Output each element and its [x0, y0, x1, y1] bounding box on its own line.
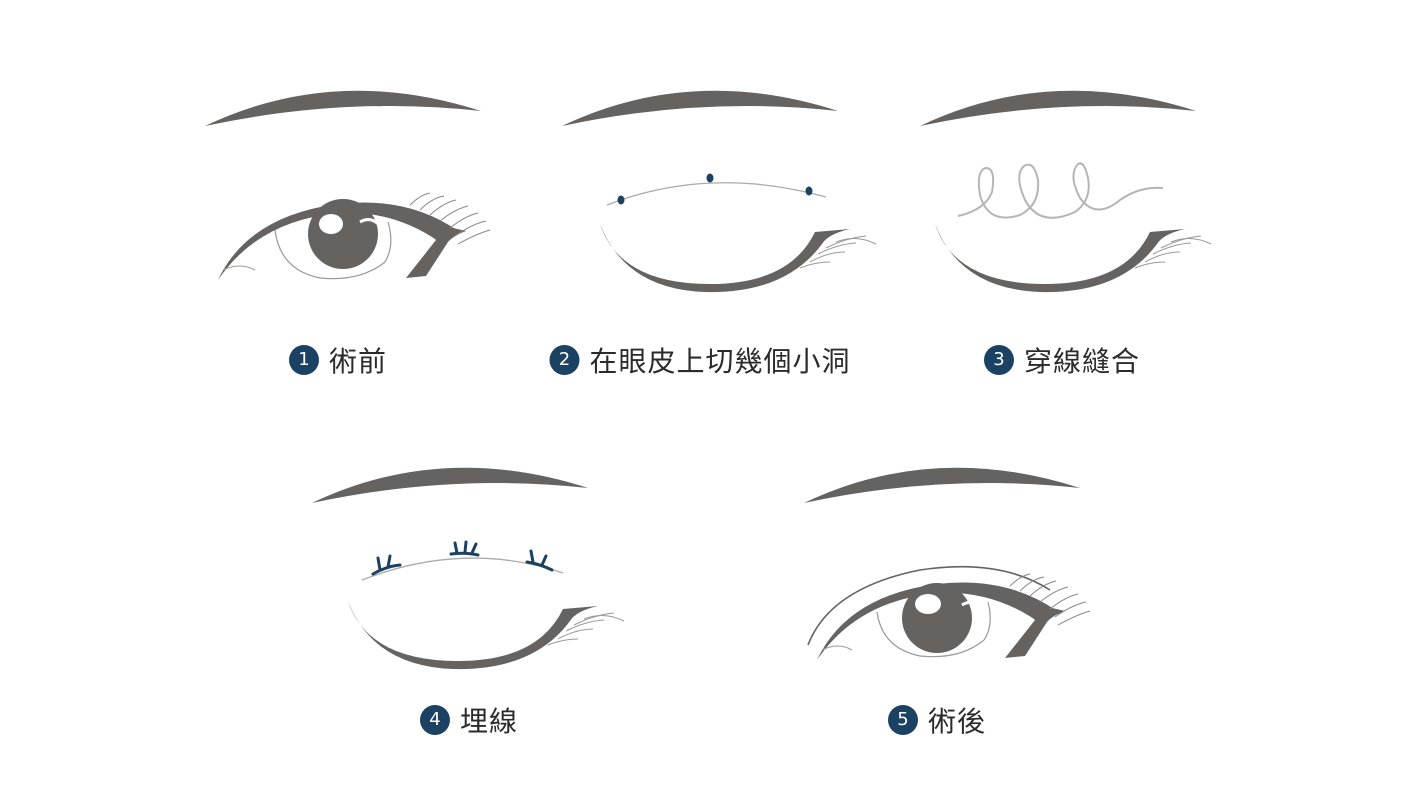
- step-4-caption: 4 埋線: [419, 700, 519, 740]
- suture-thread: [957, 162, 1164, 219]
- closed-eye-3: [935, 224, 1185, 293]
- eyebrow-2: [562, 90, 838, 126]
- thread-knots: [371, 540, 554, 576]
- step-4-badge: 4: [419, 705, 450, 735]
- eye-buried-thread: [312, 467, 625, 670]
- incision-dot: [706, 173, 714, 183]
- double-eyelid-crease: [807, 565, 1051, 646]
- step-3-caption: 3 穿線縫合: [983, 340, 1141, 380]
- step-5-label: 術後: [927, 705, 987, 738]
- closed-eye-4: [348, 601, 598, 670]
- step-1-badge: 1: [288, 345, 319, 375]
- eye-after: [804, 467, 1091, 660]
- step-5-caption: 5 術後: [887, 700, 987, 740]
- incision-dot: [805, 186, 813, 196]
- eyebrow-3: [920, 90, 1196, 126]
- step-1-caption: 1 術前: [288, 340, 388, 380]
- incision-dot: [617, 195, 625, 205]
- step-5-badge: 5: [887, 705, 918, 735]
- closed-eye-2: [600, 224, 850, 293]
- eye-before: [205, 90, 491, 280]
- step-2-label: 在眼皮上切幾個小洞: [589, 345, 851, 378]
- eyebrow-4: [312, 467, 588, 503]
- step-4-label: 埋線: [459, 705, 519, 738]
- eye-incisions: [562, 90, 877, 293]
- step-3-badge: 3: [983, 345, 1014, 375]
- step-2-caption: 2 在眼皮上切幾個小洞: [549, 340, 850, 380]
- eye-suture: [920, 90, 1212, 293]
- step-1-label: 術前: [328, 345, 388, 378]
- step-2-badge: 2: [549, 345, 580, 375]
- eyebrow-1: [205, 90, 481, 126]
- eyebrow-5: [804, 467, 1080, 503]
- step-3-label: 穿線縫合: [1023, 345, 1141, 378]
